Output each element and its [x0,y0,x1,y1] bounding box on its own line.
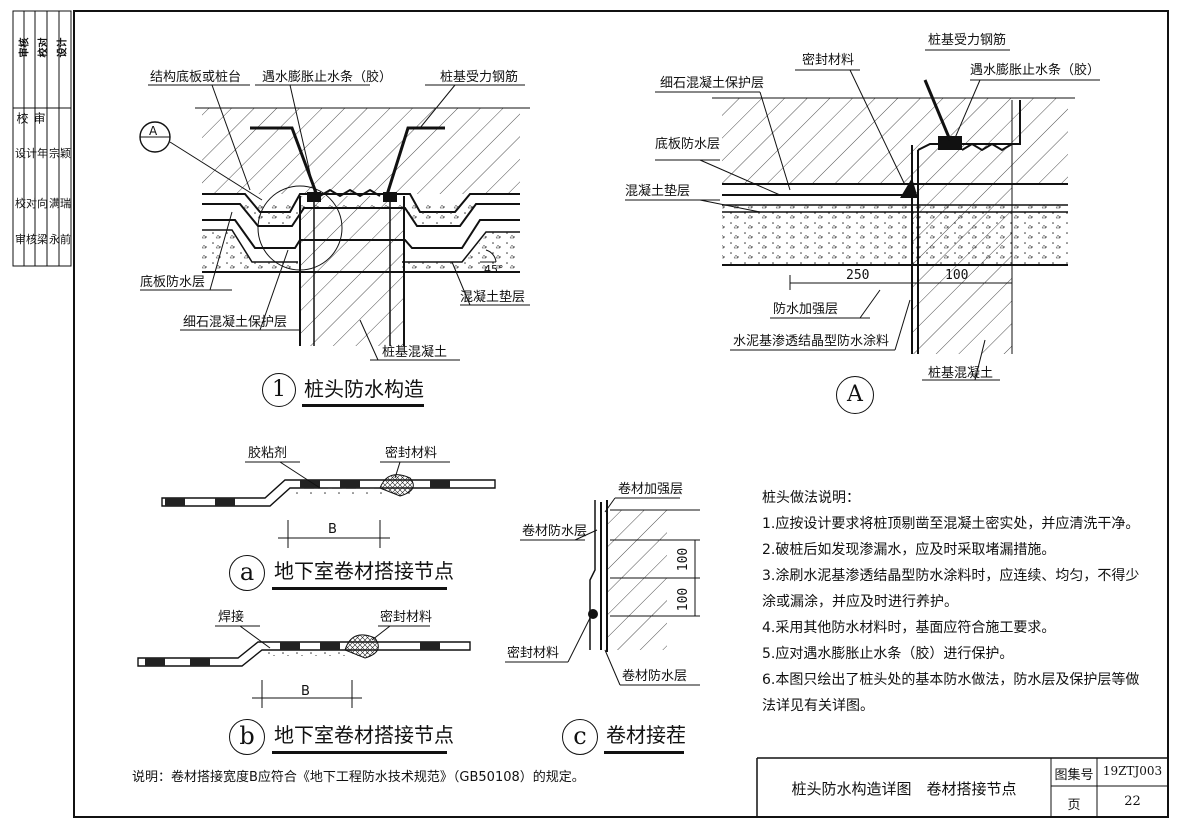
sidebar-name-1: 梁 [37,233,48,246]
d1-stop-strip-label: 遇水膨胀止水条（胶） [262,70,393,85]
sidebar-role-audit: 审 [15,233,26,246]
detail-a-drawing [161,461,496,548]
sidebar-name-3: 年 [37,147,48,160]
sidebar-stamp-1: 审核 [19,37,31,58]
da-title: 地下室卷材搭接节点 [274,559,454,583]
d1-cushion-label: 混凝土垫层 [460,290,526,305]
sidebar-name-9: 颖 [60,147,71,160]
sidebar-col-1: 审校 [15,112,46,125]
dc-reinforce-label: 卷材加强层 [618,482,684,497]
sidebar-name-5: 满 [49,197,60,210]
sidebar-role-design-2: 计 [26,147,37,160]
sidebar-name-7: 前 [60,233,71,246]
detail-c-drawing [505,497,700,686]
dc-title-underline [604,751,684,754]
title-block-page-label: 页 [1067,798,1081,813]
db-title-underline [272,751,447,754]
d1-pile-concrete-label: 桩基混凝土 [382,345,448,360]
title-block-atlas-value: 19ZTJ003 [1102,764,1163,778]
sidebar-role-check: 校 [15,197,26,210]
dA-reinforce-label: 防水加强层 [773,302,839,317]
notes-item-5: 5.应对遇水膨胀止水条（胶）进行保护。 [762,646,1014,662]
dA-stop-strip-label: 遇水膨胀止水条（胶） [970,63,1101,78]
notes-item-3-cont: 涂或漏涂，并应及时进行养护。 [762,594,958,610]
dc-dim2-label: 100 [676,587,692,612]
title-block-atlas-label: 图集号 [1054,768,1094,783]
notes-item-2: 2.破桩后如发现渗漏水，应及时采取堵漏措施。 [762,542,1056,558]
dA-bottom-waterproof-label: 底板防水层 [655,137,721,152]
dA-pile-rebar-label: 桩基受力钢筋 [928,33,1007,48]
da-dim-label: B [328,522,337,537]
d1-angle-label: 45° [484,263,504,276]
notes-item-1: 1.应按设计要求将桩顶剔凿至混凝土密实处，并应清洗干净。 [762,516,1140,532]
notes-item-4: 4.采用其他防水材料时，基面应符合施工要求。 [762,620,1056,636]
da-seal-label: 密封材料 [385,446,438,461]
d1-protect-label: 细石混凝土保护层 [183,315,288,330]
dA-coating-label: 水泥基渗透结晶型防水涂料 [733,334,890,349]
dc-waterproof-top-label: 卷材防水层 [522,524,588,539]
sidebar-name-4: 永 [49,233,60,246]
dc-waterproof-bottom-label: 卷材防水层 [622,669,688,684]
dc-seal-label: 密封材料 [507,646,560,661]
sidebar-grid [12,10,72,267]
notes-item-6-cont: 法详见有关详图。 [762,698,874,714]
dA-seal-label: 密封材料 [802,53,855,68]
sidebar-stamp-2: 校对 [38,37,50,58]
notes-item-6: 6.本图只绘出了桩头处的基本防水做法，防水层及保护层等做 [762,672,1140,688]
dc-number-circle: c [562,719,598,755]
dA-dim2-label: 100 [945,268,969,283]
db-number-circle: b [229,719,265,755]
sidebar-stamp-3: 设计 [57,37,69,58]
d1-number-circle: 1 [262,373,296,407]
sidebar-role-design: 设 [15,147,26,160]
dc-dim1-label: 100 [676,547,692,572]
detail-1-drawing [139,84,530,361]
db-dim-label: B [301,684,310,699]
sidebar-role-audit-2: 核 [26,233,37,246]
detail-b-drawing [137,625,471,708]
d1-callout-label: A [149,124,158,138]
footnote: 说明：卷材搭接宽度B应符合《地下工程防水技术规范》（GB50108）的规定。 [132,770,585,785]
dA-dim1-label: 250 [846,268,870,283]
notes-item-3: 3.涂刷水泥基渗透结晶型防水涂料时，应连续、均匀，不得少 [762,568,1140,584]
d1-pile-rebar-label: 桩基受力钢筋 [440,70,519,85]
dA-pile-concrete-label: 桩基混凝土 [928,366,994,381]
sheet-border [73,10,1169,818]
title-block-title: 桩头防水构造详图 卷材搭接节点 [791,780,1017,798]
db-title: 地下室卷材搭接节点 [274,723,454,747]
da-title-underline [272,587,447,590]
da-adhesive-label: 胶粘剂 [248,446,288,461]
dA-protect-label: 细石混凝土保护层 [660,76,765,91]
dA-number-circle: A [836,376,874,414]
detail-A-drawing [625,49,1100,381]
sidebar-name-8: 瑞 [60,197,71,210]
title-block-page-value: 22 [1124,794,1141,809]
notes-heading: 桩头做法说明： [762,490,860,506]
sidebar-name-2: 向 [37,197,48,210]
d1-title: 桩头防水构造 [304,377,424,401]
da-number-circle: a [229,555,265,591]
title-block-grid [756,757,1168,817]
sidebar-role-check-2: 对 [26,197,37,210]
d1-title-underline [302,404,424,407]
dA-cushion-label: 混凝土垫层 [625,184,691,199]
dc-title: 卷材接茬 [606,723,686,747]
db-seal-label: 密封材料 [380,610,433,625]
d1-bottom-waterproof-label: 底板防水层 [140,275,206,290]
d1-structure-label: 结构底板或桩台 [150,70,242,85]
sidebar-name-6: 宗 [49,147,60,160]
db-weld-label: 焊接 [218,610,245,625]
